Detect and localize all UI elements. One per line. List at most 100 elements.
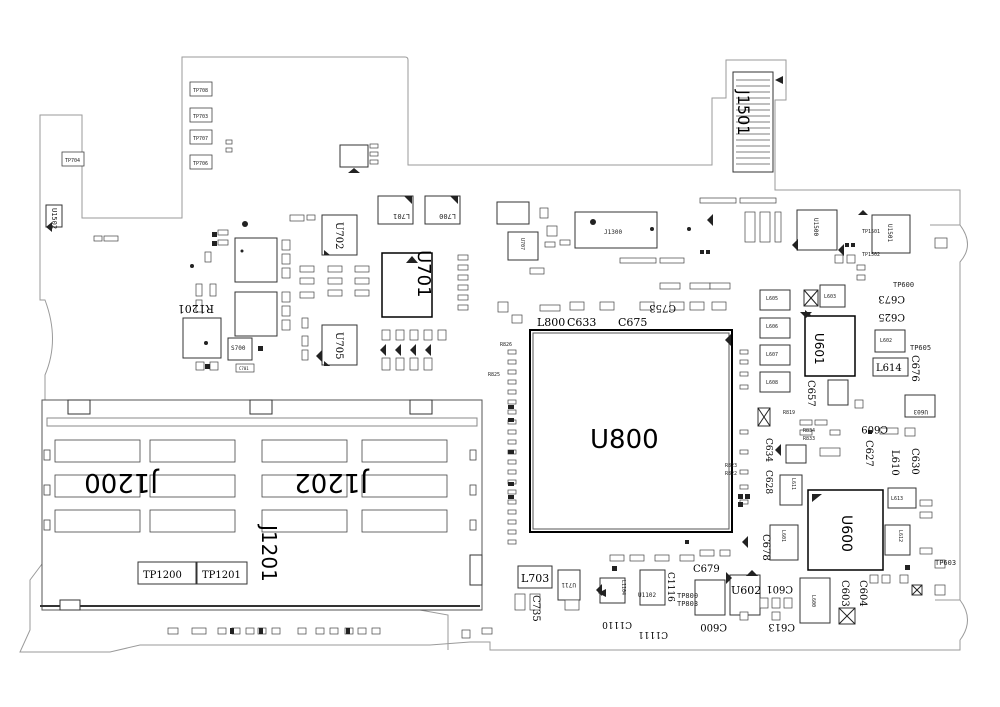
label-c603: C603	[839, 580, 850, 607]
label-l703: L703	[521, 572, 549, 585]
label-tp800: TP800	[677, 592, 698, 600]
label-tp704: TP704	[65, 158, 80, 164]
label-u1502: U1502	[50, 208, 58, 229]
label-j1200: J1200	[84, 467, 160, 497]
label-l701: L701	[393, 212, 410, 220]
label-l605: L605	[766, 296, 778, 302]
label-l700: L700	[439, 212, 456, 220]
label-u1500: U1500	[812, 218, 819, 236]
u707-chip	[507, 231, 539, 261]
label-c601: C601	[766, 583, 793, 594]
label-r825: R825	[488, 372, 500, 378]
label-j1501: J1501	[734, 89, 753, 135]
label-l612: L612	[897, 530, 903, 542]
label-tp706: TP706	[193, 161, 208, 167]
l709-block	[496, 201, 530, 225]
label-c628: C628	[763, 470, 773, 494]
label-u707: U707	[519, 238, 525, 250]
j1501-pins	[736, 79, 770, 165]
label-c673: C673	[878, 293, 905, 304]
label-j1300: J1300	[604, 229, 622, 236]
j1300-connector	[574, 211, 658, 249]
label-r833: R833	[803, 436, 815, 442]
label-s700: S700	[231, 345, 246, 352]
label-l603: L603	[824, 294, 836, 300]
l703-inductor	[517, 565, 553, 589]
label-l611: L611	[790, 478, 796, 490]
label-u600: U600	[838, 515, 854, 552]
label-c630: C630	[909, 448, 920, 475]
label-c613: C613	[768, 621, 795, 632]
label-tp600: TP600	[893, 281, 914, 289]
label-tp603: TP603	[935, 559, 956, 567]
label-tp707: TP707	[193, 136, 208, 142]
label-u603: U603	[913, 408, 928, 415]
u602-chip	[729, 574, 761, 616]
label-tp605: TP605	[910, 344, 931, 352]
dark-pads	[205, 232, 910, 634]
passive-components	[93, 139, 948, 639]
label-c676: C676	[909, 355, 920, 382]
label-u1501: U1501	[886, 224, 893, 242]
label-tp803: TP803	[677, 600, 698, 608]
u702-chip	[321, 214, 358, 256]
label-r1201: R1201	[178, 302, 214, 315]
label-c633: C633	[567, 316, 596, 329]
label-j1201: J1201	[257, 523, 281, 582]
label-r819: R819	[783, 410, 795, 416]
label-l1104: L1104	[620, 580, 626, 595]
label-j1202: J1202	[294, 467, 370, 497]
label-c625: C625	[878, 311, 905, 322]
u1500-chip	[796, 209, 838, 251]
u701-chip	[381, 252, 433, 318]
label-l606: L606	[766, 324, 778, 330]
label-l608: L608	[766, 380, 778, 386]
label-tp1501: TP1501	[862, 229, 880, 235]
label-c634: C634	[763, 438, 773, 462]
label-u711: U711	[561, 581, 576, 588]
label-u602: U602	[731, 584, 761, 597]
u601-chip	[804, 310, 856, 377]
label-c675: C675	[618, 316, 647, 329]
chip-block-1	[234, 237, 278, 283]
label-tp708: TP708	[193, 88, 208, 94]
u1502-chip	[45, 204, 63, 228]
chip-block-3	[182, 317, 222, 359]
u600-chip	[807, 489, 884, 571]
label-c679: C679	[693, 564, 720, 575]
label-c600: C600	[700, 621, 727, 632]
label-c701: C701	[239, 366, 249, 371]
label-l614: L614	[876, 363, 902, 374]
label-r826: R826	[500, 342, 512, 348]
label-l800: L800	[537, 316, 565, 329]
label-u702: U702	[333, 222, 344, 250]
chip-block-2	[234, 291, 278, 337]
u1501-chip	[871, 214, 911, 254]
u800-chip	[529, 329, 733, 533]
label-u705: U705	[333, 332, 344, 360]
label-l607: L607	[766, 352, 778, 358]
label-l600: L600	[810, 595, 816, 607]
label-tp1502: TP1502	[862, 252, 880, 258]
label-l602: L602	[880, 338, 892, 344]
l700-block	[424, 195, 461, 225]
sim-card-region	[40, 399, 483, 611]
label-c627: C627	[863, 440, 874, 467]
label-c657: C657	[805, 380, 816, 407]
label-c604: C604	[857, 580, 868, 607]
label-tp1201: TP1201	[202, 570, 241, 581]
label-r823: R823	[725, 463, 737, 469]
label-c1116: C1116	[665, 572, 675, 602]
label-u601: U601	[812, 333, 826, 365]
s700-button	[227, 337, 253, 361]
pin1-markers	[46, 210, 868, 597]
label-tp703: TP703	[193, 114, 208, 120]
board-outline	[19, 56, 968, 653]
label-u800: U800	[590, 425, 659, 455]
label-c1110: C1110	[602, 619, 632, 629]
label-l613: L613	[891, 496, 903, 502]
label-l610: L610	[889, 450, 900, 476]
u705-chip	[321, 324, 358, 366]
x-components	[757, 289, 923, 625]
